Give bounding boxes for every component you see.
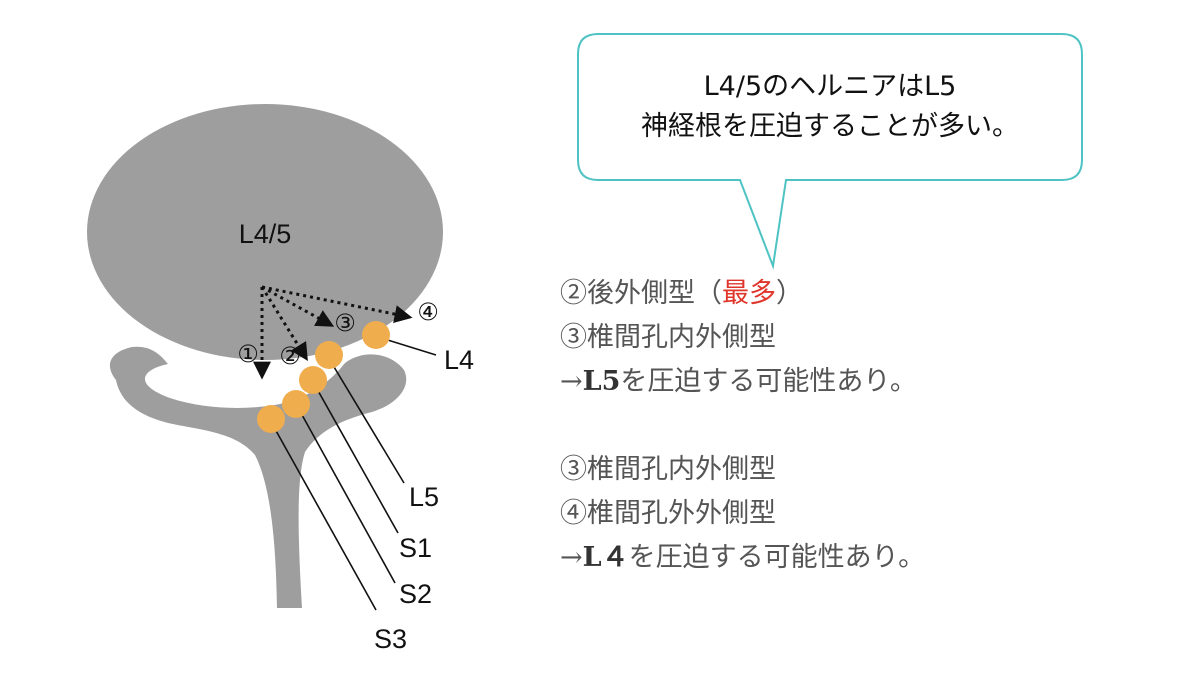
marker-3: ③ — [334, 309, 356, 337]
label-l4: L4 — [444, 345, 474, 375]
root-s1 — [299, 366, 327, 394]
callout-line-2: 神経根を圧迫することが多い。 — [641, 111, 1019, 142]
callout-text: L4/5のヘルニアはL5 神経根を圧迫することが多い。 — [578, 34, 1082, 180]
leader-l5 — [327, 356, 405, 484]
root-l4 — [362, 321, 390, 349]
leader-s3 — [269, 419, 377, 611]
note-compress-l4: →L４を圧迫する可能性あり。 — [560, 542, 926, 573]
leader-s1 — [311, 379, 399, 534]
leader-s2 — [295, 403, 396, 584]
label-s2: S2 — [399, 579, 432, 609]
root-s2 — [282, 390, 310, 418]
disc-label: L4/5 — [239, 219, 292, 249]
label-s3: S3 — [374, 624, 407, 654]
callout-line-1: L4/5のヘルニアはL5 — [703, 71, 957, 102]
marker-2: ② — [279, 342, 301, 370]
note-far-lateral: ④椎間孔外外側型 — [560, 498, 776, 529]
root-l5 — [315, 341, 343, 369]
label-l5: L5 — [409, 482, 439, 512]
note-compress-l5: →L5を圧迫する可能性あり。 — [560, 366, 917, 397]
marker-4: ④ — [417, 298, 439, 326]
callout-bubble — [577, 33, 1083, 270]
notes-panel: ②後外側型（最多） ③椎間孔内外側型 →L5を圧迫する可能性あり。 ③椎間孔内外… — [560, 272, 1180, 580]
note-posterolateral: ②後外側型（最多） — [560, 278, 803, 309]
note-foraminal-1: ③椎間孔内外側型 — [560, 322, 776, 353]
note-foraminal-2: ③椎間孔内外側型 — [560, 454, 776, 485]
arrow-foraminal — [261, 285, 335, 327]
root-s3 — [257, 405, 285, 433]
marker-1: ① — [237, 340, 259, 368]
highlight-most-common: 最多 — [722, 278, 776, 309]
vertebral-disc — [87, 104, 443, 360]
vertebral-arch — [109, 346, 407, 608]
label-s1: S1 — [399, 533, 432, 563]
